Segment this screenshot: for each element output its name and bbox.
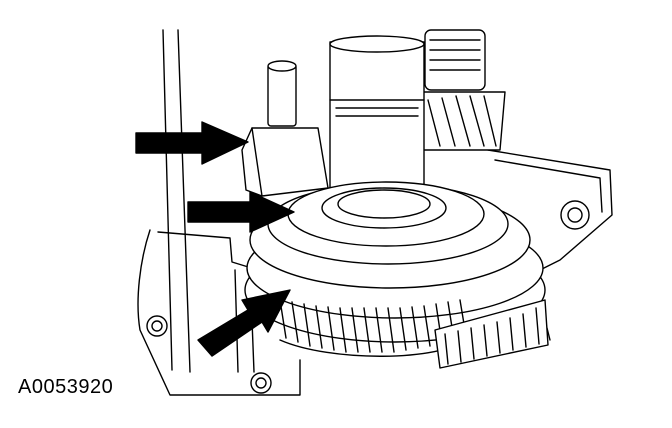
countershaft-gear	[417, 29, 506, 151]
bolt-hole	[250, 372, 272, 394]
figure-id-label: A0053920	[18, 376, 114, 398]
arrow-lower-icon	[197, 289, 291, 357]
gear-teeth	[279, 299, 467, 353]
callout-arrows	[135, 121, 295, 357]
arrow-middle-icon	[187, 191, 295, 233]
shift-rail	[241, 60, 329, 197]
bolt-holes	[146, 315, 272, 394]
main-shaft	[329, 35, 425, 203]
bolt-hole	[146, 315, 168, 337]
arrow-upper-icon	[135, 121, 249, 165]
gear-stack	[244, 181, 549, 369]
